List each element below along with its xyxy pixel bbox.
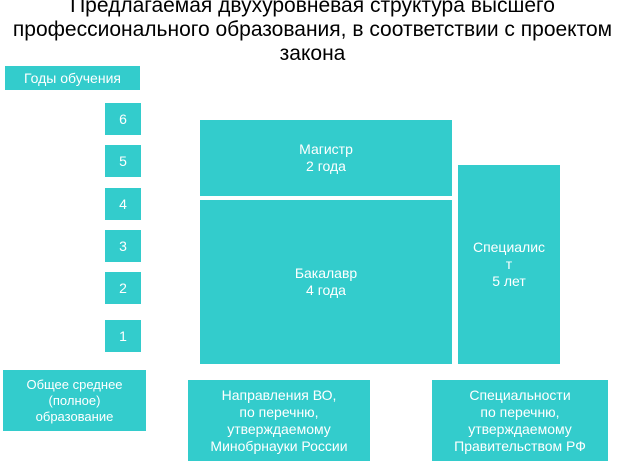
- year-2: 2: [105, 272, 141, 304]
- year-1: 1: [105, 320, 141, 352]
- years-label: Годы обучения: [5, 66, 140, 90]
- directions-box: Направления ВО, по перечню, утверждаемом…: [188, 380, 370, 461]
- specialties-box: Специальности по перечню, утверждаемому …: [432, 380, 608, 461]
- specialist-box: Специалис т 5 лет: [458, 165, 560, 364]
- year-4: 4: [105, 188, 141, 220]
- diagram-title: Предлагаемая двухуровневая структура выс…: [12, 0, 613, 65]
- year-6: 6: [105, 103, 141, 135]
- bachelor-box: Бакалавр 4 года: [200, 200, 452, 364]
- year-3: 3: [105, 230, 141, 262]
- master-box: Магистр 2 года: [200, 120, 452, 196]
- general-education-box: Общее среднее (полное) образование: [3, 370, 146, 431]
- year-5: 5: [105, 145, 141, 177]
